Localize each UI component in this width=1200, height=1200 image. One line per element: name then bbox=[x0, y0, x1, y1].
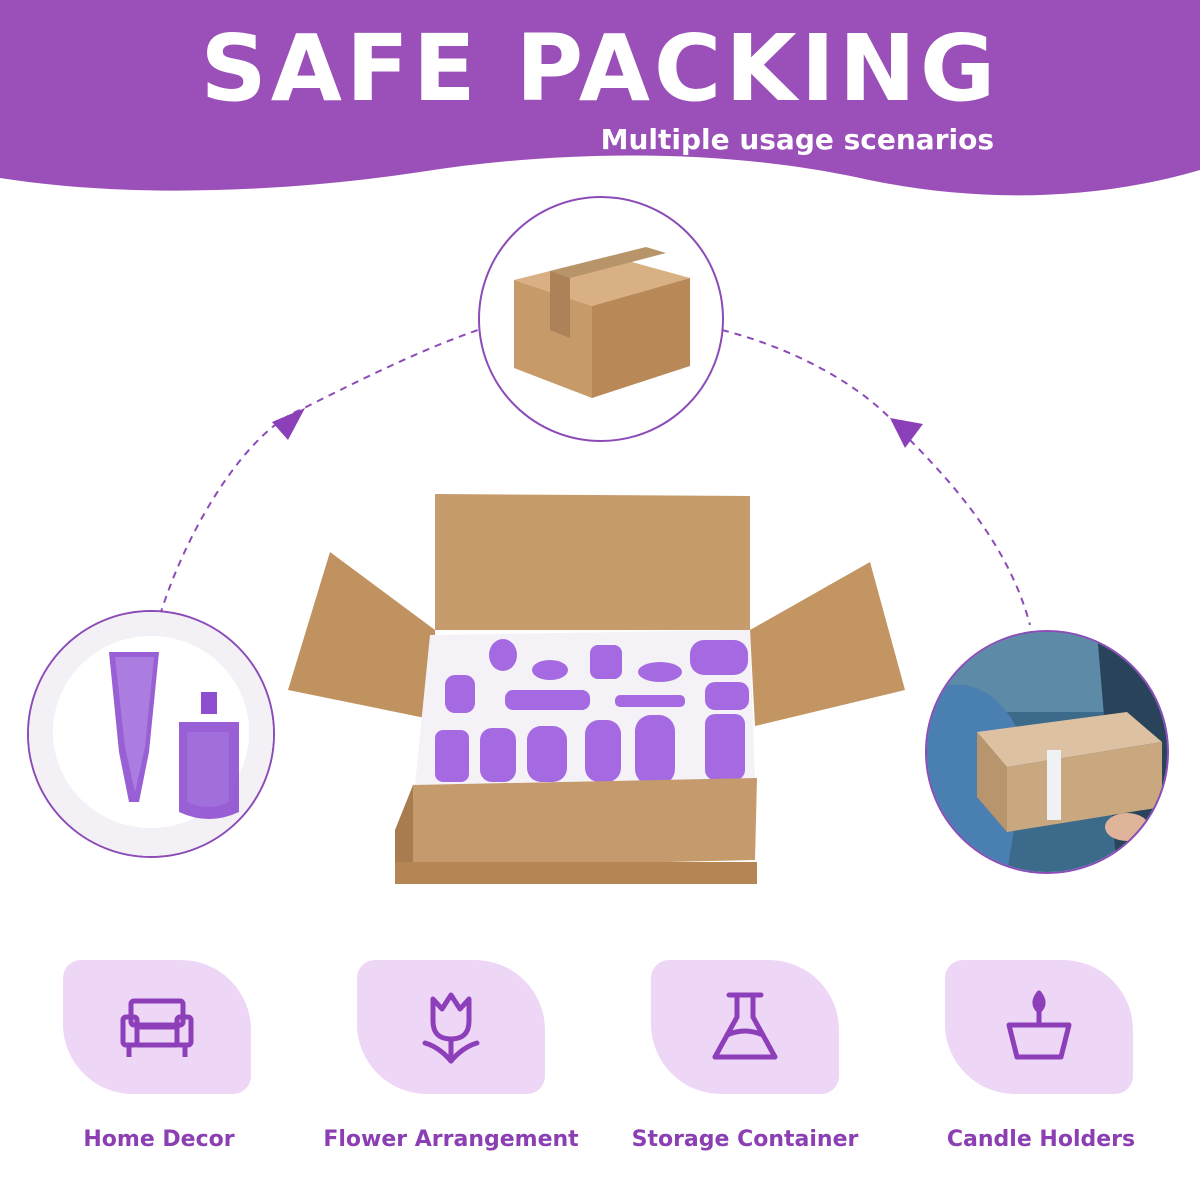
usage-label-candle-holders: Candle Holders bbox=[946, 1127, 1136, 1152]
page-subtitle: Multiple usage scenarios bbox=[600, 123, 994, 156]
usage-tile-home-decor bbox=[63, 960, 251, 1094]
usage-label-flower-arrangement: Flower Arrangement bbox=[323, 1127, 579, 1152]
tulip-icon bbox=[422, 992, 480, 1064]
open-box-with-vases-image bbox=[285, 490, 905, 890]
arrow-head-right bbox=[890, 418, 923, 448]
vases-in-foam-image bbox=[27, 610, 275, 858]
usage-tile-flower-arrangement bbox=[357, 960, 545, 1094]
header-wave-background bbox=[0, 0, 1200, 196]
header-banner: SAFE PACKING Multiple usage scenarios bbox=[0, 0, 1200, 210]
page-title: SAFE PACKING bbox=[200, 15, 1000, 122]
candle-icon bbox=[1006, 990, 1072, 1060]
sofa-icon bbox=[120, 998, 194, 1057]
usage-tile-storage-container bbox=[651, 960, 839, 1094]
delivery-handoff-image bbox=[925, 630, 1169, 874]
usage-label-home-decor: Home Decor bbox=[83, 1127, 235, 1152]
usage-tile-candle-holders bbox=[945, 960, 1133, 1094]
usage-label-storage-container: Storage Container bbox=[631, 1127, 859, 1152]
arrow-head-left bbox=[272, 408, 305, 440]
flask-icon bbox=[712, 992, 778, 1060]
closed-box-image bbox=[478, 196, 724, 442]
